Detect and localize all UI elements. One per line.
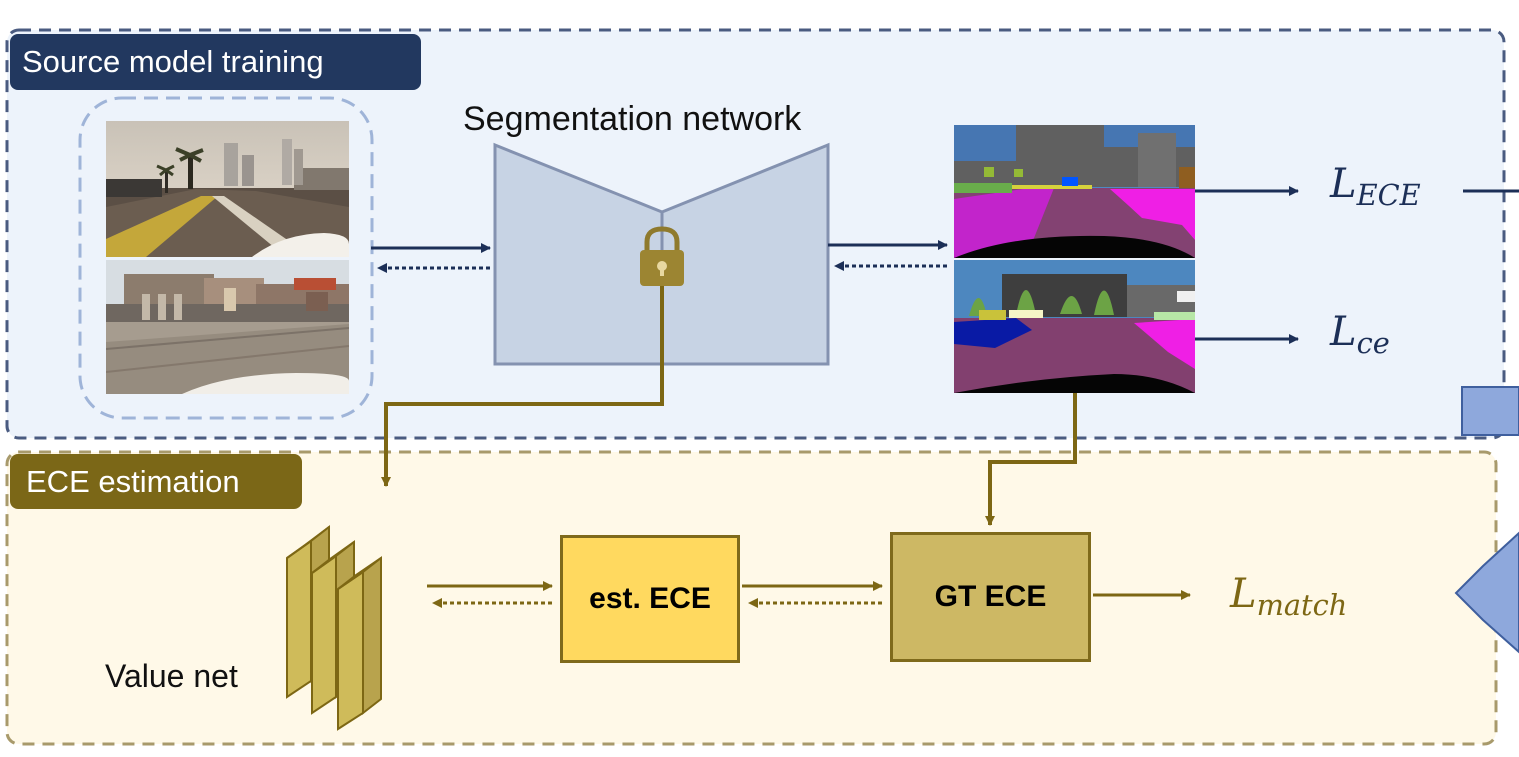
gt-ece-label: GT ECE — [934, 580, 1047, 613]
right-edge-blue-box — [1461, 386, 1519, 436]
segmentation-output-top — [954, 125, 1195, 258]
value-net-icon — [286, 524, 382, 731]
loss-ece: LECE — [1330, 164, 1421, 210]
loss-ce-base: L — [1330, 309, 1357, 355]
loss-ce: Lce — [1330, 312, 1390, 358]
loss-ece-sub: ECE — [1356, 178, 1421, 213]
loss-match: Lmatch — [1230, 574, 1347, 620]
segmentation-network-title: Segmentation network — [463, 100, 802, 138]
loss-ece-base: L — [1330, 161, 1357, 207]
ece-estimation-label: ECE estimation — [10, 454, 302, 509]
output-to-gtece-path — [985, 392, 1077, 526]
loss-match-sub: match — [1256, 588, 1348, 623]
segmentation-output-bottom — [954, 260, 1195, 393]
network-to-valuenet-path — [381, 286, 664, 487]
est-ece-box: est. ECE — [560, 535, 740, 663]
source-image-bottom — [106, 260, 349, 394]
right-edge-shapes — [1454, 386, 1519, 654]
right-edge-left-arrow — [1454, 531, 1519, 654]
gt-ece-box: GT ECE — [890, 532, 1091, 662]
loss-match-base: L — [1230, 571, 1257, 617]
source-model-training-label: Source model training — [10, 34, 421, 90]
loss-ce-sub: ce — [1356, 326, 1390, 361]
value-net-label: Value net — [105, 658, 238, 694]
source-image-top — [106, 121, 349, 257]
lock-icon — [640, 226, 684, 286]
est-ece-label: est. ECE — [589, 582, 711, 615]
